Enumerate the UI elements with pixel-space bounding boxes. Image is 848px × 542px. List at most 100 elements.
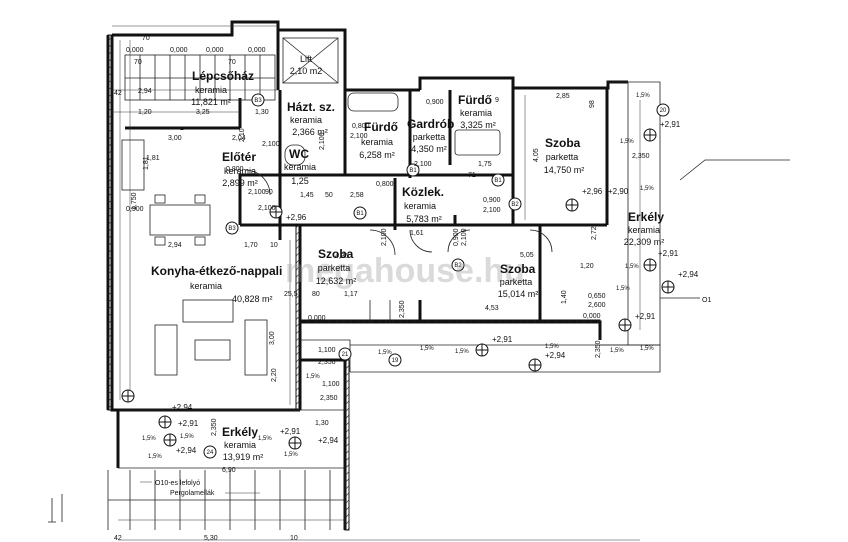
room-lepcsohaz-area: 11,821 m² [191,97,231,107]
slope-7: 1,5% [420,346,434,352]
slope-11: 1,5% [640,346,654,352]
bubble-b3-a: B3 [254,98,262,104]
dim-2100-f: 2,100 [483,207,501,214]
room-furdo2-name: Fürdő [458,93,492,107]
dim-42-bottom: 42 [114,535,122,542]
room-eloter-name: Előtér [222,150,256,164]
chair-1 [154,194,166,204]
bubble-24: 24 [207,450,214,456]
lift-label: Lift [300,54,313,64]
slope-2: 1,5% [620,139,634,145]
bubble-b1-a: B1 [356,211,364,217]
annotation-o1: O1 [702,297,711,304]
chair-3 [154,236,166,246]
slope-6: 1,5% [378,350,392,356]
dim-2350-c: 2,350 [632,153,650,160]
dim-v-2100-a: 2,100 [381,228,388,246]
room-kitchen-area: 40,828 m² [232,294,273,304]
dim-0000-f: 0,000 [583,313,601,320]
room-erkely-e-name: Erkély [628,210,664,224]
dim-130-b: 1,30 [315,420,329,427]
room-erkely-e-area: 22,309 m² [624,237,665,247]
room-labels: Lépcsőház keramia 11,821 m² Lift 2,10 m2… [151,54,664,462]
dim-0000-e: 0,000 [308,315,326,322]
room-erkely-s-area: 13,919 m² [223,452,264,462]
room-szoba-ne-area: 14,750 m² [544,165,585,175]
room-erkely-s-material: keramia [224,440,256,450]
dimension-texts-vertical: 1,81 2,10 2,100 0,900 2,100 2,350 4,05 1… [131,100,602,436]
dim-v-140: 1,40 [561,290,568,304]
dim-181: 1,81 [146,155,160,162]
dim-175: 1,75 [478,161,492,168]
room-kozlek-material: keramia [404,201,436,211]
chair-2 [194,194,206,204]
level-291-e: +2,91 [178,419,199,428]
slope-15: 1,5% [306,374,320,380]
dim-530: 5,30 [204,535,218,542]
bubble-20: 20 [660,108,667,114]
slope-10: 1,5% [610,348,624,354]
dim-v-2350-c: 2,350 [595,340,602,358]
dim-120: 1,20 [138,109,152,116]
dim-2600: 2,600 [588,302,606,309]
dim-0800-a: 0,800 [226,166,244,173]
room-szoba-e-material: parketta [500,277,533,287]
dim-v-405: 4,05 [533,148,540,162]
room-lepcsohaz-name: Lépcsőház [192,69,254,83]
room-kitchen-name: Konyha-étkező-nappali [151,264,282,278]
dim-161: 1,61 [410,230,424,237]
balcony-outlines [107,81,790,530]
dim-300: 3,00 [168,135,182,142]
room-gardrob-area: 4,350 m² [411,144,447,154]
room-furdo1-name: Fürdő [364,120,398,134]
dim-0000-a: 0,000 [126,47,144,54]
sofa-right [244,319,268,376]
dim-435: 4,35 [335,253,349,260]
lift-area: 2,10 m2 [290,66,323,76]
room-eloter-area: 2,899 m² [222,178,258,188]
room-szoba-ne-name: Szoba [545,136,581,150]
dim-71: 71 [468,172,476,179]
bubble-b2-b: B2 [454,263,462,269]
room-szoba-c-material: parketta [318,263,351,273]
room-kozlek-area: 5,783 m² [406,214,442,224]
level-labels: +2,96 +2,96 +2,91 +2,91 +2,94 +2,91 +2,9… [172,120,699,455]
room-erkely-e-material: keramia [628,225,660,235]
dim-2100-d: 2,100 [350,133,368,140]
bubble-b1-b: B1 [409,168,417,174]
walls [106,20,628,530]
level-296-a: +2,96 [286,213,307,222]
dim-2350-a: 2,350 [318,359,336,366]
dim-0000-d: 0,000 [248,47,266,54]
room-erkely-s-name: Erkély [222,425,258,439]
level-296-b: +2,96 [582,187,603,196]
dim-10-b: 10 [290,535,298,542]
dim-v-272: 2,72 [591,226,598,240]
wall-hatch-se [344,359,350,531]
room-hazt-name: Házt. sz. [287,100,335,114]
dim-2100-e: 2,100 [414,161,432,168]
slope-1: 1,5% [636,93,650,99]
dim-70-c: 70 [228,59,236,66]
room-szoba-c-area: 12,632 m² [316,276,357,286]
room-hazt-area: 2,366 m² [292,127,328,137]
dim-0000-b: 0,000 [170,47,188,54]
dim-130: 1,30 [255,109,269,116]
kitchen-counter [121,139,145,191]
room-wc-name: WC [289,147,309,161]
dim-258: 2,58 [350,192,364,199]
dim-v-220: 2,20 [271,368,278,382]
lift-cross-2 [282,37,339,84]
dim-2100-a: 2,100 [248,189,266,196]
room-hazt-material: keramia [290,115,322,125]
bathtub [347,92,399,112]
dim-2100-b: 2,100 [258,205,276,212]
level-294-c: +2,94 [172,403,193,412]
slope-8: 1,5% [455,349,469,355]
wall-hatch-south [299,319,601,324]
watermark: megahouse.hu [285,252,525,290]
slope-16: 1,5% [284,452,298,458]
slope-3: 1,5% [640,186,654,192]
chair-4 [194,236,206,246]
dim-505: 5,05 [520,252,534,259]
